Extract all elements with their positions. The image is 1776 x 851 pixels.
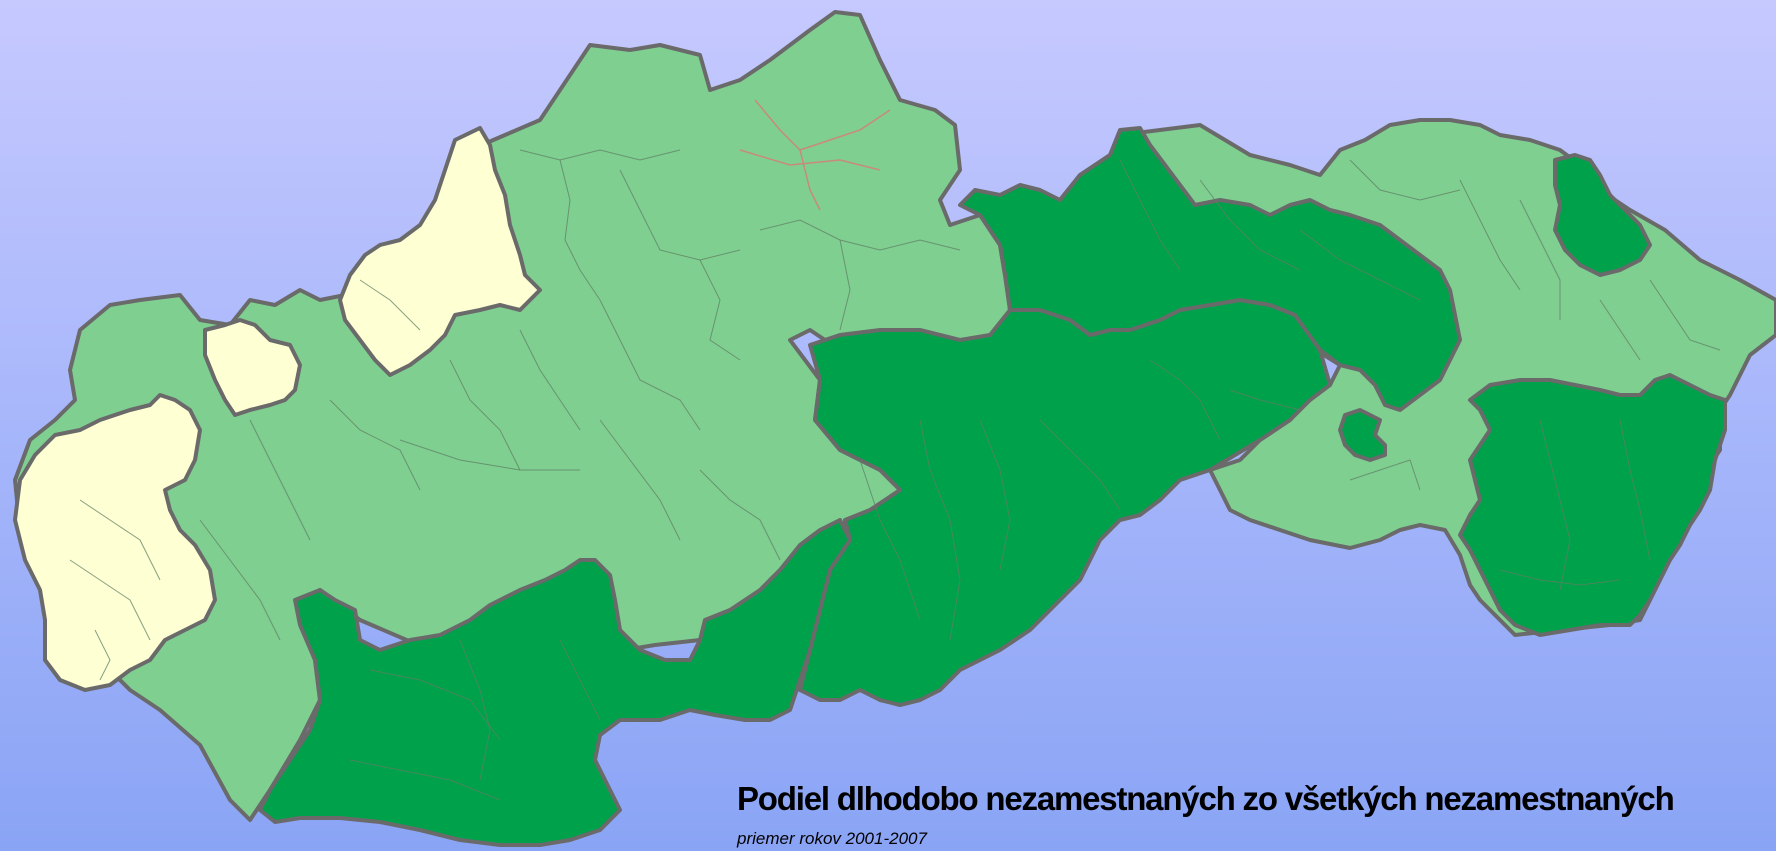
low-share-regions xyxy=(13,126,542,692)
region-east-large-high[interactable] xyxy=(1458,373,1727,637)
region-east-small-high[interactable] xyxy=(1553,153,1652,277)
region-enclave-high[interactable] xyxy=(1338,408,1387,462)
map-title: Podiel dlhodobo nezamestnaných zo všetký… xyxy=(737,780,1675,817)
map-subtitle: priemer rokov 2001-2007 xyxy=(737,829,927,848)
region-west-medium[interactable] xyxy=(13,10,1012,822)
region-west-low[interactable] xyxy=(13,393,217,692)
region-north-low[interactable] xyxy=(338,126,542,377)
high-share-regions xyxy=(258,126,1727,847)
region-northcentral-high[interactable] xyxy=(958,126,1462,412)
district-boundaries xyxy=(69,99,1721,801)
region-northwest-low[interactable] xyxy=(203,318,302,417)
